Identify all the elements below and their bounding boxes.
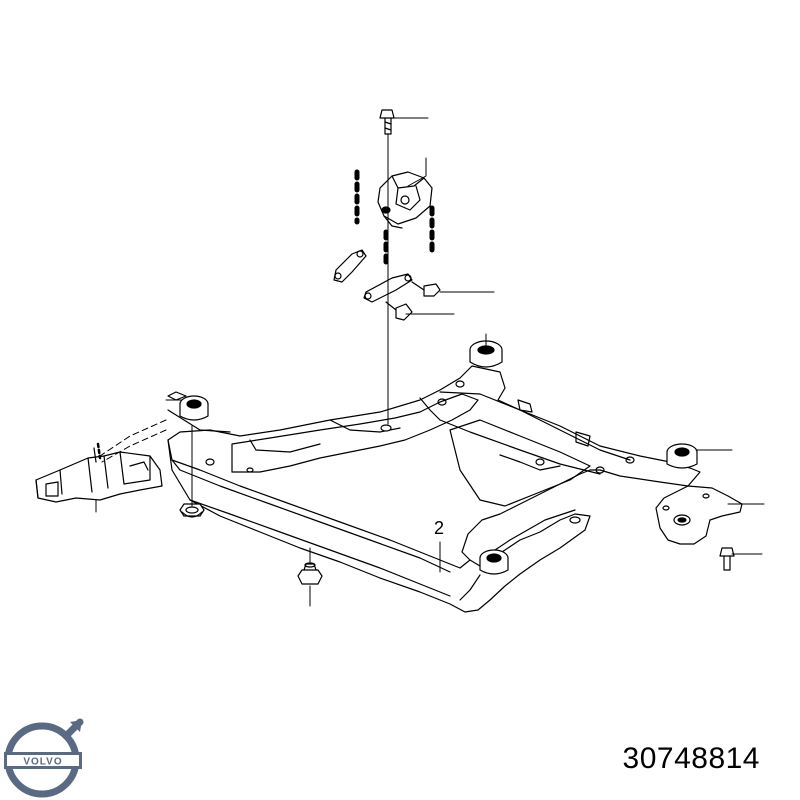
engine-mount	[377, 109, 433, 229]
nut-center	[297, 562, 323, 585]
bushing-rear-right	[666, 443, 698, 469]
bushing-rear-left	[469, 340, 503, 368]
bracket-right	[655, 485, 743, 571]
mount-dashed-guides	[354, 169, 435, 265]
callout-label: 2	[434, 518, 445, 538]
part-number: 30748814	[622, 742, 760, 775]
volvo-logo: VOLVO	[4, 718, 84, 798]
leader-lines	[95, 117, 765, 607]
bushing-front-left	[167, 391, 231, 433]
bushing-front-right	[479, 549, 509, 575]
subframe	[167, 365, 701, 613]
svg-text:VOLVO: VOLVO	[23, 757, 62, 768]
nut-left	[179, 503, 205, 518]
bracket-left	[35, 442, 163, 503]
